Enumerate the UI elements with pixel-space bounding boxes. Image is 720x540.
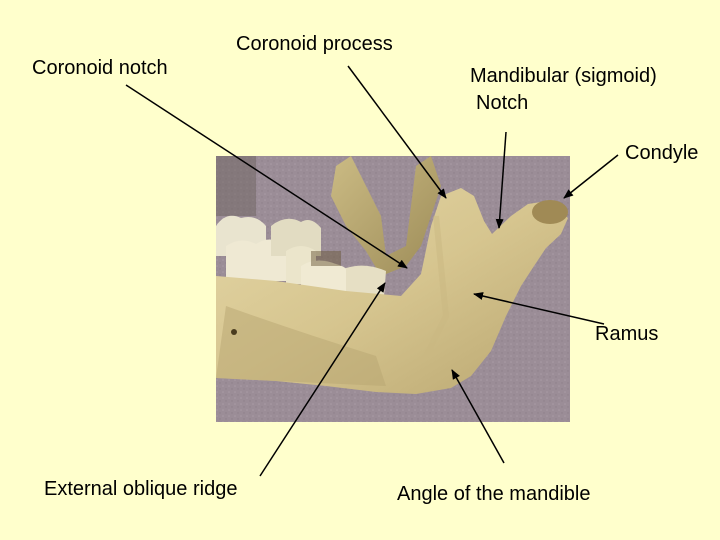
arrow-condyle [563,154,619,199]
arrow-coronoid-notch [125,84,408,269]
arrow-ramus [473,292,605,325]
arrow-angle-of-mandible [451,369,505,464]
label-angle-of-mandible: Angle of the mandible [397,483,591,505]
label-condyle: Condyle [625,142,699,164]
mandible-photo [216,156,570,422]
label-mandibular-notch-1: Mandibular (sigmoid) [470,65,657,87]
label-ramus: Ramus [595,323,659,345]
mental-foramen [231,329,237,335]
label-mandibular-notch-2: Notch [476,92,529,114]
condyle-head [532,200,568,224]
back-mandible [331,156,441,276]
arrow-external-oblique-ridge [259,282,386,477]
label-external-oblique-ridge: External oblique ridge [44,478,238,500]
arrow-mandibular-notch [495,131,507,229]
label-coronoid-process: Coronoid process [236,33,393,55]
teeth [216,215,386,301]
arrow-coronoid-process [347,65,447,199]
label-coronoid-notch: Coronoid notch [32,57,168,79]
